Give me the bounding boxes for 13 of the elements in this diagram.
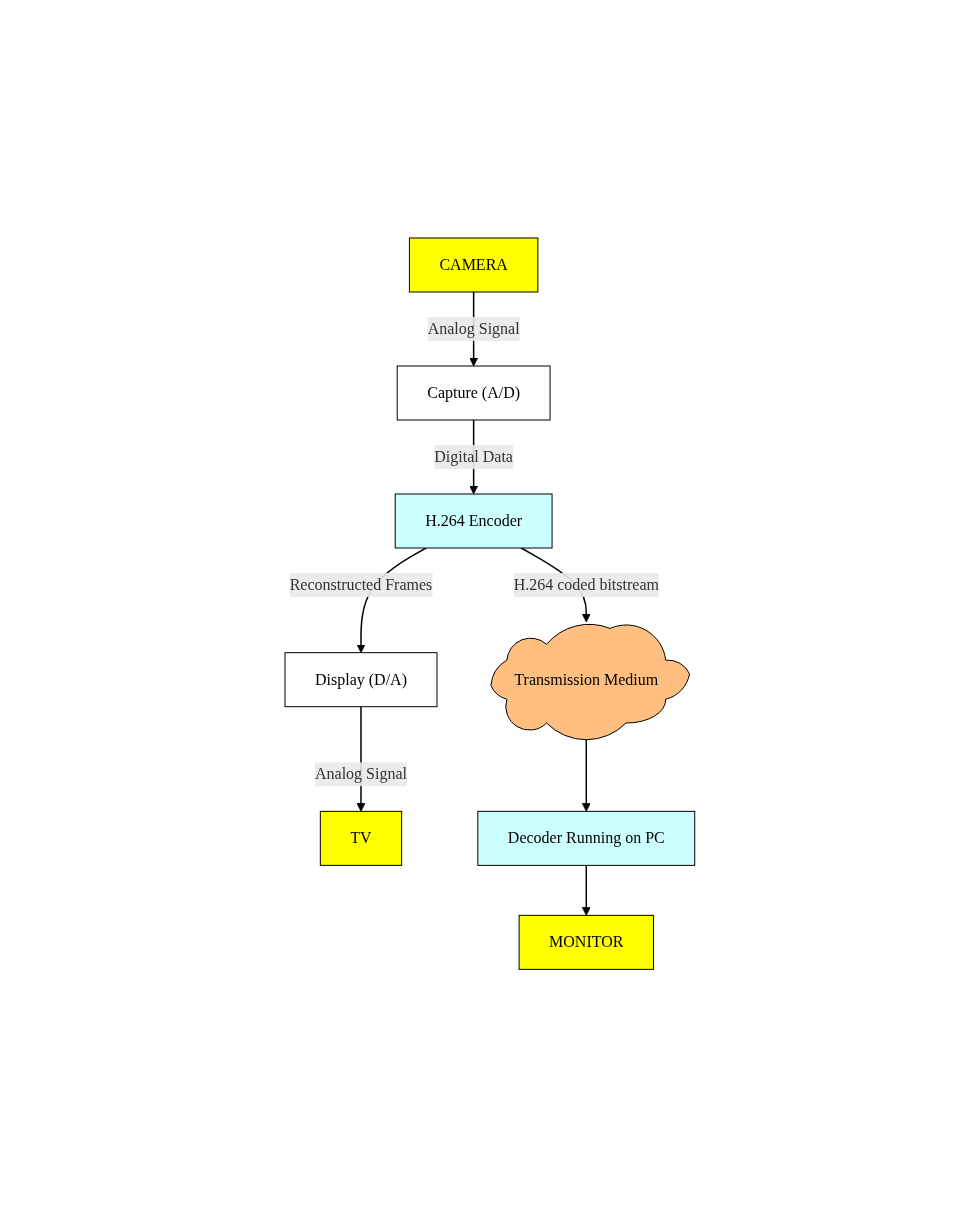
node-box: Decoder Running on PC: [477, 811, 695, 867]
node-box: Display (D/A): [284, 652, 438, 708]
node-box: TV: [319, 811, 402, 867]
node-box: MONITOR: [518, 915, 654, 971]
node-box: Capture (A/D): [396, 365, 551, 421]
node-box: CAMERA: [408, 237, 538, 293]
edge-label: Analog Signal: [427, 320, 520, 338]
edge-label: Digital Data: [433, 448, 513, 466]
edge-label: H.264 coded bitstream: [513, 576, 659, 594]
arrow: [581, 864, 591, 917]
edge-label: Analog Signal: [314, 765, 407, 783]
edge-label: Reconstructed Frames: [289, 576, 432, 594]
node-box: H.264 Encoder: [394, 493, 553, 549]
